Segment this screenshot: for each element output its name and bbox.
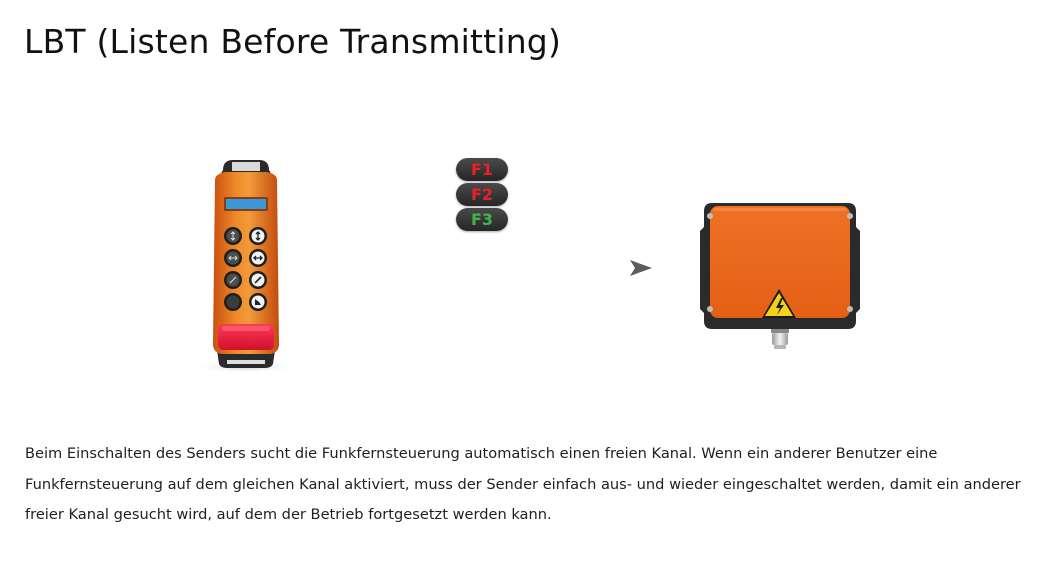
receiver-box-icon [700,203,860,349]
page-title: LBT (Listen Before Transmitting) [24,22,562,61]
lbt-description: Beim Einschalten des Senders sucht die F… [25,445,1021,523]
remote-control-transmitter-icon [194,160,298,373]
frequency-f2-label: F2 [470,185,494,204]
frequency-f3-label: F3 [470,210,494,229]
frequency-f2: F2 [456,183,508,206]
frequency-f1: F1 [456,158,508,181]
dashed-arrow-right-icon [338,260,652,276]
lbt-diagram: F1 F2 F3 [0,140,1038,390]
frequency-channel-list: F1 F2 F3 [456,158,510,233]
frequency-f1-label: F1 [470,160,494,179]
frequency-f3: F3 [456,208,508,231]
